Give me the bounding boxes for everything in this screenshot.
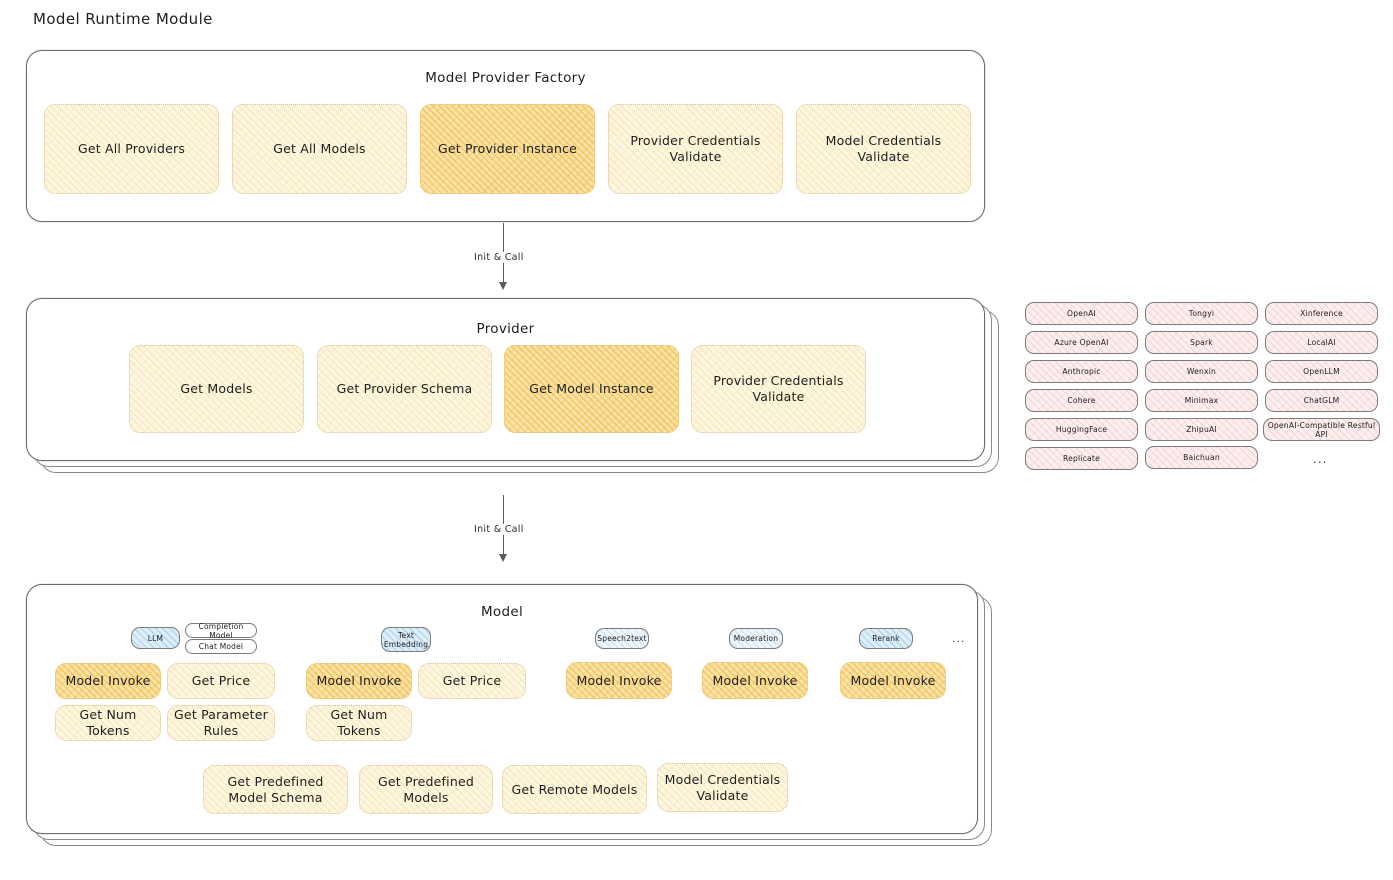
model-op-llm-get-parameter-rules[interactable]: Get Parameter Rules (167, 705, 275, 741)
provider-chip-cohere[interactable]: Cohere (1025, 389, 1138, 412)
arrow-factory-to-provider-head (499, 282, 507, 290)
factory-box-get-provider-instance[interactable]: Get Provider Instance (420, 104, 595, 194)
provider-box-get-model-instance[interactable]: Get Model Instance (504, 345, 679, 433)
arrow-factory-to-provider-label: Init & Call (470, 252, 528, 263)
model-type-badge-llm[interactable]: LLM (131, 627, 180, 649)
factory-box-get-all-models[interactable]: Get All Models (232, 104, 407, 194)
provider-box-provider-credentials-validate[interactable]: Provider Credentials Validate (691, 345, 866, 433)
provider-list-more-ellipsis: ... (1313, 452, 1328, 466)
model-subbadge-chat-model[interactable]: Chat Model (185, 639, 257, 654)
factory-box-provider-credentials-validate[interactable]: Provider Credentials Validate (608, 104, 783, 194)
model-common-op-model-credentials-validate[interactable]: Model Credentials Validate (657, 763, 788, 812)
model-op-moderation-model-invoke[interactable]: Model Invoke (702, 662, 808, 699)
factory-box-get-all-providers[interactable]: Get All Providers (44, 104, 219, 194)
provider-chip-huggingface[interactable]: HuggingFace (1025, 418, 1138, 441)
provider-chip-wenxin[interactable]: Wenxin (1145, 360, 1258, 383)
model-types-more-ellipsis: ... (952, 632, 966, 645)
model-op-text-embedding-get-price[interactable]: Get Price (418, 663, 526, 699)
provider-chip-baichuan[interactable]: Baichuan (1145, 446, 1258, 469)
provider-chip-tongyi[interactable]: Tongyi (1145, 302, 1258, 325)
model-op-text-embedding-model-invoke[interactable]: Model Invoke (306, 663, 412, 699)
provider-chip-chatglm[interactable]: ChatGLM (1265, 389, 1378, 412)
provider-chip-replicate[interactable]: Replicate (1025, 447, 1138, 470)
model-op-text-embedding-get-num-tokens[interactable]: Get Num Tokens (306, 705, 412, 741)
provider-chip-openai-compatible-restful-api[interactable]: OpenAI-Compatible Restful API (1263, 418, 1380, 441)
arrow-provider-to-model-head (499, 554, 507, 562)
model-type-badge-text-embedding[interactable]: Text Embedding (381, 627, 431, 652)
provider-chip-anthropic[interactable]: Anthropic (1025, 360, 1138, 383)
model-title: Model (480, 604, 524, 620)
provider-chip-openai[interactable]: OpenAI (1025, 302, 1138, 325)
provider-box-get-models[interactable]: Get Models (129, 345, 304, 433)
model-common-op-get-remote-models[interactable]: Get Remote Models (502, 765, 647, 814)
model-common-op-get-predefined-model-schema[interactable]: Get Predefined Model Schema (203, 765, 348, 814)
model-op-llm-get-price[interactable]: Get Price (167, 663, 275, 699)
provider-chip-localai[interactable]: LocalAI (1265, 331, 1378, 354)
model-type-badge-rerank[interactable]: Rerank (859, 628, 913, 649)
provider-box-get-provider-schema[interactable]: Get Provider Schema (317, 345, 492, 433)
model-type-badge-moderation[interactable]: Moderation (729, 628, 783, 649)
model-op-llm-model-invoke[interactable]: Model Invoke (55, 663, 161, 699)
provider-chip-zhipuai[interactable]: ZhipuAI (1145, 418, 1258, 441)
model-op-rerank-model-invoke[interactable]: Model Invoke (840, 662, 946, 699)
model-subbadge-completion-model[interactable]: Completion Model (185, 622, 257, 640)
model-provider-factory-title: Model Provider Factory (425, 70, 586, 86)
provider-chip-minimax[interactable]: Minimax (1145, 389, 1258, 412)
provider-title: Provider (476, 321, 535, 337)
factory-box-model-credentials-validate[interactable]: Model Credentials Validate (796, 104, 971, 194)
model-op-llm-get-num-tokens[interactable]: Get Num Tokens (55, 705, 161, 741)
model-common-op-get-predefined-models[interactable]: Get Predefined Models (359, 765, 493, 814)
arrow-provider-to-model-label: Init & Call (470, 524, 528, 535)
provider-chip-openllm[interactable]: OpenLLM (1265, 360, 1378, 383)
page-title: Model Runtime Module (33, 10, 213, 28)
model-op-speech2text-model-invoke[interactable]: Model Invoke (566, 662, 672, 699)
provider-chip-xinference[interactable]: Xinference (1265, 302, 1378, 325)
provider-chip-azure-openai[interactable]: Azure OpenAI (1025, 331, 1138, 354)
model-type-badge-speech2text[interactable]: Speech2text (595, 628, 649, 649)
provider-chip-spark[interactable]: Spark (1145, 331, 1258, 354)
